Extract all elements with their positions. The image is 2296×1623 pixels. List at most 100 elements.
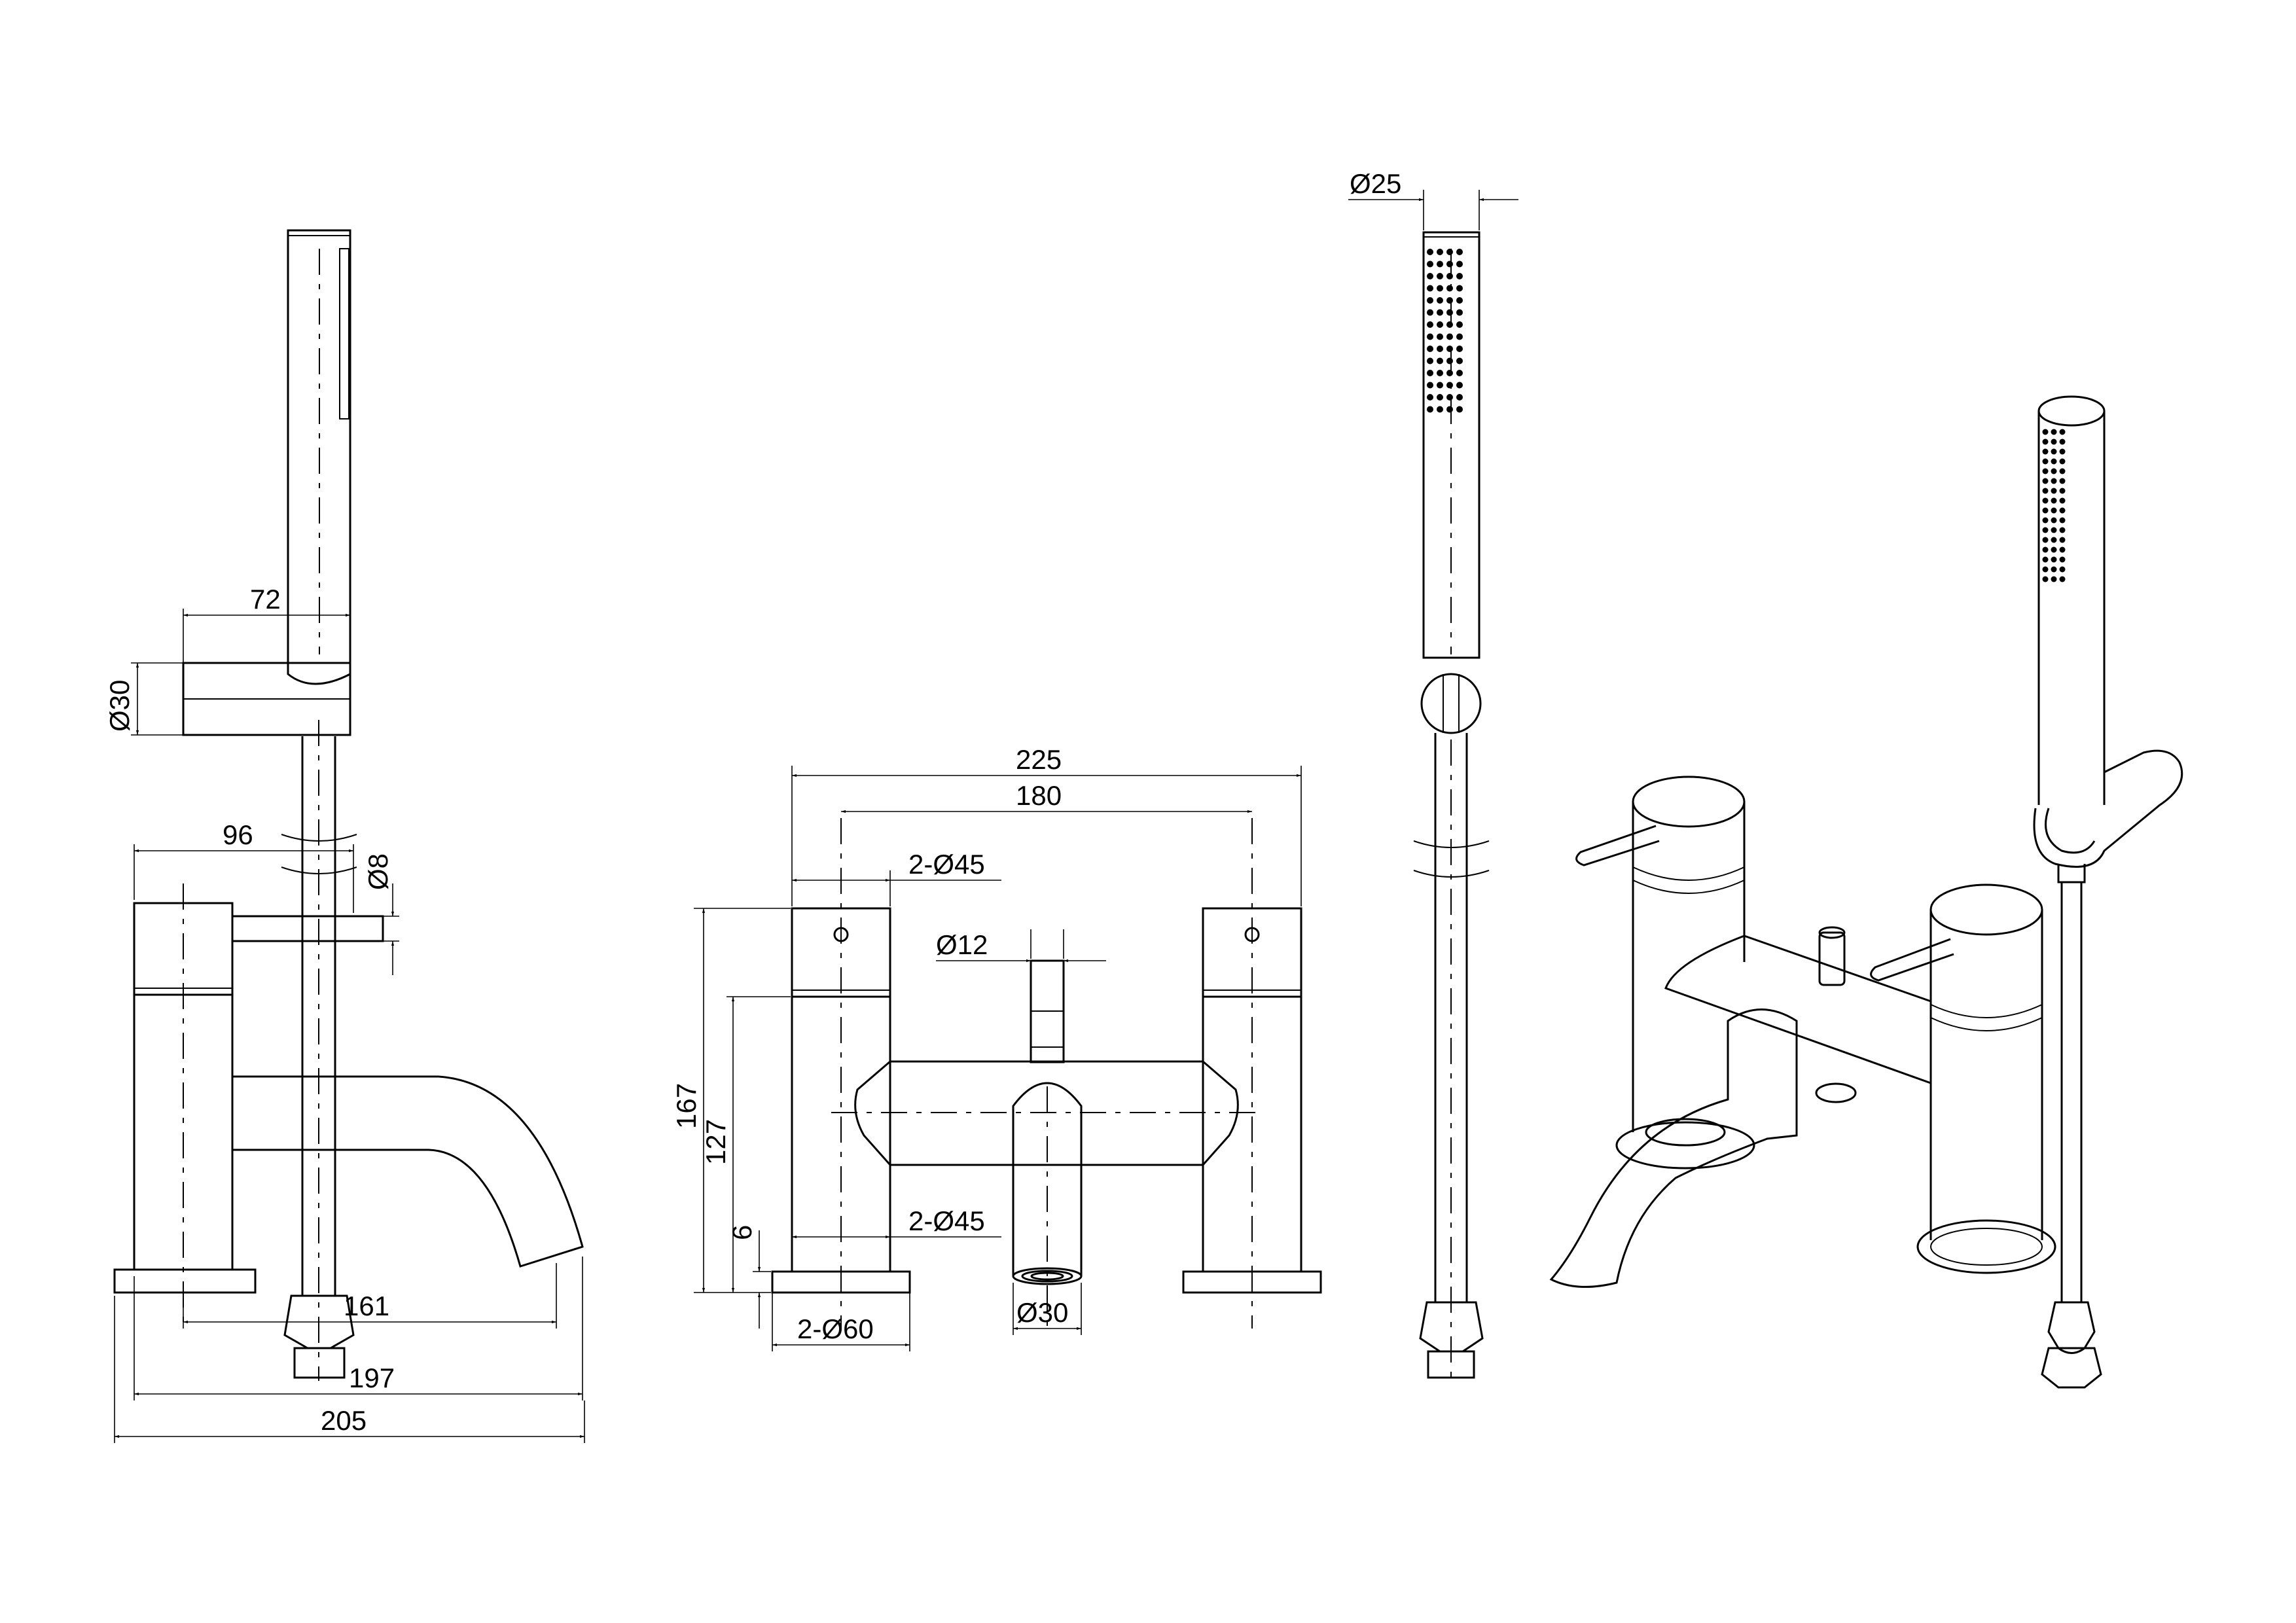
front-spout [1012,1082,1083,1335]
dim-161: 161 [344,1291,389,1321]
spray-nozzle [1446,406,1453,413]
spray-nozzle [1427,382,1433,389]
spray-nozzle [1437,249,1443,255]
spray-nozzle [2059,546,2066,553]
spray-nozzle [2059,507,2066,514]
side-view: 72 Ø30 96 Ø8 161 197 205 [104,229,585,1443]
spray-nozzle [2051,478,2057,484]
spray-nozzle [2051,537,2057,543]
spray-nozzle [2042,566,2049,573]
spray-nozzle [1456,370,1463,376]
spray-nozzle [1427,273,1433,279]
spray-nozzle [1427,333,1433,340]
iso-bridge-and-spout [1549,926,1931,1288]
spray-nozzle [1427,249,1433,255]
spray-nozzle [1456,285,1463,292]
spray-nozzle [1456,406,1463,413]
spray-nozzle [2051,576,2057,582]
dim-197: 197 [349,1363,395,1393]
spray-nozzle [1437,285,1443,292]
spray-nozzle [2051,527,2057,533]
spray-nozzle [1427,297,1433,304]
iso-left-column [1575,776,1755,1169]
spray-nozzle [1437,357,1443,365]
dim-2d60: 2-Ø60 [797,1313,874,1344]
spray-nozzle [2042,556,2049,563]
spray-nozzle [2051,438,2057,445]
spray-nozzle [2042,438,2049,445]
isometric-view [1549,395,2183,1389]
front-diverter [1030,959,1065,1063]
spray-nozzle [2042,429,2049,435]
spray-nozzle [2051,507,2057,514]
spray-nozzle [1456,346,1463,352]
spray-nozzle [1456,297,1463,304]
spray-nozzle [2051,468,2057,474]
spray-nozzle [1446,321,1453,328]
spray-nozzle [1437,309,1443,316]
dim-d25: Ø25 [1350,168,1401,199]
handset-head [1422,231,1480,659]
spray-nozzle [1456,309,1463,316]
handset-holder [1420,673,1482,734]
spray-nozzle [2042,458,2049,465]
spray-nozzle [1437,382,1443,389]
spray-nozzle [1446,309,1453,316]
dim-167: 167 [671,1083,702,1129]
spray-nozzle [2042,546,2049,553]
spray-nozzle [2059,458,2066,465]
dim-2d45-bottom: 2-Ø45 [908,1205,985,1236]
iso-right-column [1870,883,2056,1274]
spray-nozzle [1446,346,1453,352]
spray-nozzle [2059,448,2066,455]
dim-d30-side: Ø30 [104,680,135,732]
spray-nozzle [2059,497,2066,504]
spray-nozzle [2059,468,2066,474]
spray-nozzle [2051,546,2057,553]
spray-nozzle [1427,394,1433,401]
front-dimensions: 225 180 2-Ø45 Ø12 167 127 6 [671,744,1302,1351]
dim-d12: Ø12 [936,929,988,960]
side-base [113,1268,257,1294]
spray-nozzle [1437,321,1443,328]
spray-nozzle [1427,321,1433,328]
spray-nozzle [1456,394,1463,401]
spray-nozzle [1456,273,1463,279]
handset-hose [1413,733,1490,1381]
spray-nozzle [2042,527,2049,533]
spray-nozzle [1427,357,1433,365]
spray-nozzle [1446,394,1453,401]
dim-180: 180 [1016,780,1062,811]
handset-spray-nozzles [1427,249,1463,413]
spray-nozzle [1427,285,1433,292]
spray-nozzle [1437,273,1443,279]
spray-nozzle [1446,357,1453,365]
side-hose [281,720,357,1381]
spray-nozzle [1446,285,1453,292]
spray-nozzle [2042,468,2049,474]
spray-nozzle [1427,370,1433,376]
iso-spray-nozzles [2042,429,2066,582]
dim-d8: Ø8 [363,853,393,890]
iso-handshower [2033,395,2183,1389]
spray-nozzle [2059,537,2066,543]
spray-nozzle [2042,517,2049,524]
spray-nozzle [2042,497,2049,504]
spray-nozzle [2059,556,2066,563]
spray-nozzle [1456,382,1463,389]
dim-225: 225 [1016,744,1062,775]
spray-nozzle [1446,370,1453,376]
spray-nozzle [1437,260,1443,268]
spray-nozzle [1456,321,1463,328]
spray-nozzle [2059,438,2066,445]
side-handshower [287,229,351,685]
spray-nozzle [2042,478,2049,484]
spray-nozzle [1437,333,1443,340]
side-dimensions: 72 Ø30 96 Ø8 161 197 205 [104,584,585,1443]
spray-nozzle [1437,297,1443,304]
spray-nozzle [1446,249,1453,255]
spray-nozzle [2042,488,2049,494]
side-mixer-body [133,883,384,1325]
spray-nozzle [2059,488,2066,494]
